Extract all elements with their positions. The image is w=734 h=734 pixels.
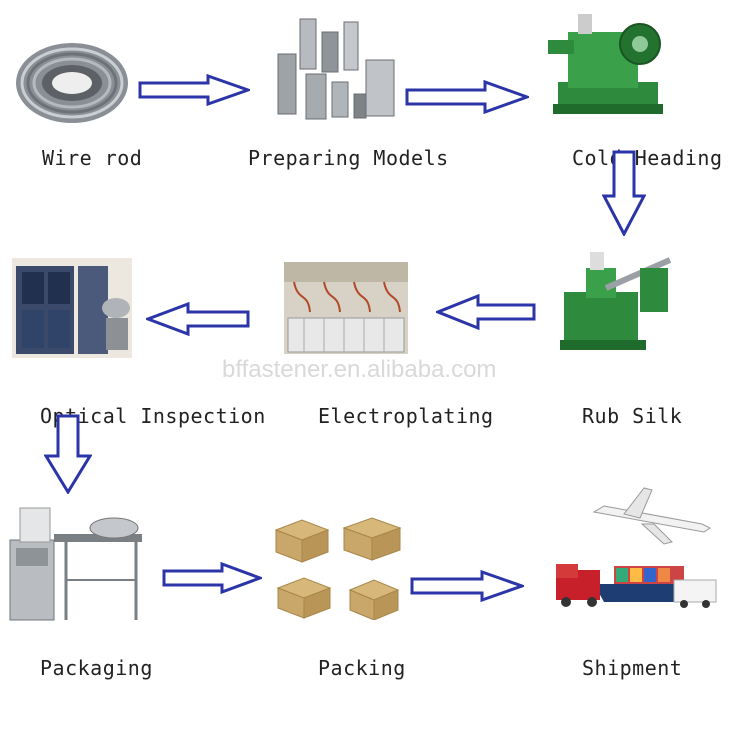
electroplating-image [284, 262, 408, 354]
arrow-down-icon [602, 150, 646, 236]
cold-heading-image [548, 12, 668, 118]
arrow-right-icon [410, 570, 524, 602]
arrow-down-icon [44, 414, 92, 494]
step-label-wire-rod: Wire rod [42, 146, 143, 170]
arrow-right-icon [405, 80, 529, 114]
shipment-image [554, 484, 720, 616]
arrow-right-icon [162, 562, 262, 594]
rub-silk-image [556, 248, 676, 354]
wire-rod-image [12, 28, 132, 128]
arrow-right-icon [138, 74, 250, 106]
step-label-preparing-models: Preparing Models [248, 146, 449, 170]
arrow-left-icon [436, 294, 536, 330]
step-label-rub-silk: Rub Silk [582, 404, 683, 428]
optical-inspection-image [12, 258, 132, 358]
step-label-cold-heading: Cold Heading [572, 146, 723, 170]
step-label-shipment: Shipment [582, 656, 683, 680]
step-label-packaging: Packaging [40, 656, 153, 680]
step-label-electroplating: Electroplating [318, 404, 494, 428]
watermark: bffastener.en.alibaba.com [222, 356, 497, 383]
packaging-image [6, 500, 146, 624]
preparing-models-image [270, 14, 400, 124]
packing-image [272, 510, 406, 620]
step-label-packing: Packing [318, 656, 406, 680]
arrow-left-icon [146, 302, 250, 336]
